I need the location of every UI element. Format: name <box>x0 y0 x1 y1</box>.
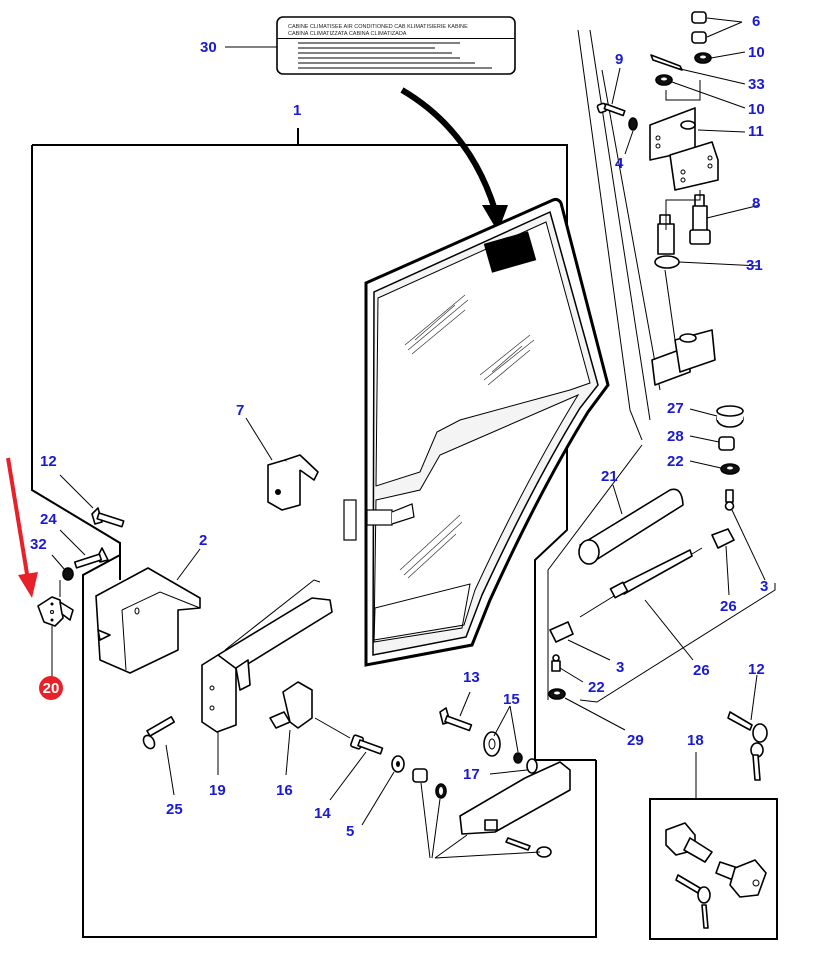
part-8-hinge-pin[interactable] <box>689 194 711 245</box>
callout-17[interactable]: 18 <box>687 732 704 749</box>
callout-33[interactable]: 33 <box>748 76 765 93</box>
callout-24[interactable]: 24 <box>40 511 57 528</box>
callout-13[interactable]: 15 <box>503 691 520 708</box>
cab-pillar <box>547 29 661 700</box>
callout-23-highlighted[interactable]: 20 <box>39 676 63 700</box>
part-6-nuts[interactable] <box>691 11 707 44</box>
part-26-end-cap-lower[interactable] <box>549 621 574 643</box>
part-5-outer-handle-kit[interactable] <box>412 761 571 858</box>
callout-3-upper[interactable]: 3 <box>760 578 768 595</box>
part-23-door-stop-plate[interactable] <box>37 596 74 627</box>
part-18-countersunk-screw[interactable] <box>141 716 176 751</box>
part-28-nut[interactable] <box>718 436 735 451</box>
callout-19[interactable]: 16 <box>276 782 293 799</box>
callout-12-left[interactable]: 12 <box>40 453 57 470</box>
callout-22-lower[interactable]: 29 <box>627 732 644 749</box>
callout-21[interactable]: 21 <box>601 468 618 485</box>
callout-26-upper[interactable]: 26 <box>720 598 737 615</box>
part-2-gas-strut[interactable] <box>579 547 703 618</box>
part-3-ball-stud-upper[interactable] <box>724 489 735 511</box>
callout-31[interactable]: 31 <box>746 257 763 274</box>
callout-8[interactable]: 8 <box>752 195 760 212</box>
callout-26-lower[interactable]: 3 <box>616 659 624 676</box>
part-16-shoulder-bolt[interactable] <box>350 734 384 755</box>
part-31-hinge-pin[interactable] <box>654 214 680 269</box>
callout-28[interactable]: 28 <box>667 428 684 445</box>
callout-6[interactable]: 6 <box>752 13 760 30</box>
callout-20[interactable]: 2 <box>199 532 207 549</box>
bracket-left-lower <box>82 554 597 938</box>
callout-30[interactable]: 30 <box>200 39 217 56</box>
callout-10-upper[interactable]: 10 <box>748 44 765 61</box>
callout-9[interactable]: 9 <box>615 51 623 68</box>
bracket-left-upper <box>31 145 121 580</box>
callout-1[interactable]: 1 <box>293 102 301 119</box>
part-26-end-cap-upper[interactable] <box>711 528 735 549</box>
callout-15[interactable]: 17 <box>463 766 480 783</box>
part-33-split-pin[interactable] <box>650 54 683 71</box>
decal-location-arrow <box>400 87 508 232</box>
part-4-lock-washer[interactable] <box>628 117 638 131</box>
part-20-latch-cover[interactable] <box>95 567 201 674</box>
callout-7[interactable]: 7 <box>236 402 244 419</box>
part-19-striker-bracket[interactable] <box>269 681 313 729</box>
callout-10-lower[interactable]: 10 <box>748 101 765 118</box>
callout-16[interactable]: 14 <box>314 805 331 822</box>
part-12-bolt-handle[interactable] <box>439 707 473 732</box>
part-9-bolt[interactable] <box>596 102 626 117</box>
part-25-door-lock-mechanism[interactable] <box>201 579 333 733</box>
highlight-arrow <box>6 457 38 598</box>
callout-11[interactable]: 11 <box>748 123 764 140</box>
callout-18[interactable]: 25 <box>166 801 183 818</box>
part-32-washer[interactable] <box>62 567 74 581</box>
part-24-bolt[interactable] <box>73 547 109 569</box>
callout-4[interactable]: 4 <box>615 155 624 172</box>
part-29-keys[interactable] <box>727 711 768 781</box>
callout-22-upper[interactable]: 22 <box>667 453 684 470</box>
part-7-door-catch[interactable] <box>267 454 319 511</box>
decal-position-mark <box>483 231 537 273</box>
callout-23: 20 <box>43 680 60 697</box>
glass-reflection <box>399 294 535 579</box>
latch-plate <box>343 499 357 541</box>
part-13-roller-and-ring[interactable] <box>483 731 523 764</box>
callout-14[interactable]: 5 <box>346 823 354 840</box>
decal-text-line1: CABINE CLIMATISEE AIR CONDITIONED CAB KL… <box>288 24 468 30</box>
part-17-lock-barrel-kit-box[interactable] <box>649 798 778 940</box>
callout-3-lower[interactable]: 22 <box>588 679 605 696</box>
part-12-bolt-left[interactable] <box>91 507 125 528</box>
callout-12-handle[interactable]: 13 <box>463 669 480 686</box>
part-3-ball-stud-lower[interactable] <box>551 654 561 672</box>
callout-29[interactable]: 12 <box>748 661 765 678</box>
part-21-strut-tube[interactable] <box>578 488 684 565</box>
callout-27[interactable]: 27 <box>667 400 684 417</box>
callout-2[interactable]: 26 <box>693 662 710 679</box>
lower-hinge <box>651 329 716 386</box>
door-assembly-bracket <box>32 128 596 761</box>
decal-text-line2: CABINA CLIMATIZZATA CABINA CLIMATIZADA <box>288 31 407 37</box>
lock-barrel-kit-parts <box>665 822 767 929</box>
part-15-washer[interactable] <box>526 758 538 774</box>
decal-30[interactable]: CABINE CLIMATISEE AIR CONDITIONED CAB KL… <box>276 16 516 75</box>
callout-32[interactable]: 32 <box>30 536 47 553</box>
interior-handle <box>366 509 393 526</box>
part-11-upper-hinge[interactable] <box>649 107 719 191</box>
door-frame[interactable] <box>343 197 610 667</box>
callout-labels: 30 1 6 10 33 10 11 9 4 8 31 7 27 28 22 2… <box>30 13 768 840</box>
callout-25[interactable]: 19 <box>209 782 226 799</box>
